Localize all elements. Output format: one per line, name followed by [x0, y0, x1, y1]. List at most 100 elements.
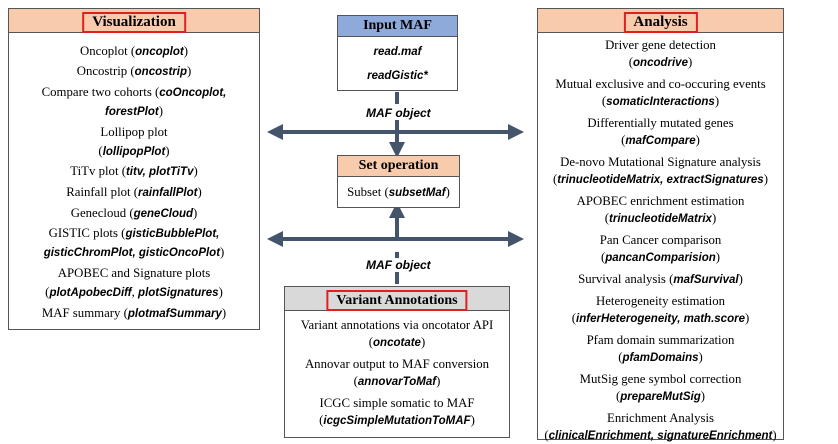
item-text: ): [436, 374, 441, 388]
item-text: ): [714, 94, 720, 108]
function-name: trinucleotideMatrix: [609, 213, 712, 225]
function-name: oncotate: [373, 337, 421, 349]
item-text: ): [220, 245, 225, 259]
item-text: ): [470, 413, 475, 427]
item-text: Rainfall plot (: [66, 185, 139, 199]
function-name: clinicalEnrichment, signatureEnrichment: [548, 430, 773, 442]
variant-annotations-header: Variant Annotations: [285, 287, 509, 311]
input-maf-header: Input MAF: [338, 16, 457, 37]
function-name: pancanComparision: [605, 252, 716, 264]
set-operation-header: Set operation: [338, 156, 459, 177]
item-text: Mutual exclusive and co-occuring events: [555, 77, 766, 91]
function-name: inferHeterogeneity, math.score: [576, 313, 745, 325]
function-name: pfamDomains: [622, 352, 699, 364]
item-text: (: [604, 211, 610, 225]
list-item: (plotApobecDiff, plotSignatures): [9, 284, 259, 301]
function-name: prepareMutSig: [620, 391, 701, 403]
item-text: (: [45, 285, 50, 299]
item-text: Compare two cohorts (: [41, 85, 160, 99]
list-item: Differentially mutated genes: [538, 115, 783, 131]
item-text: ): [158, 104, 163, 118]
item-text: Oncoplot (: [80, 44, 136, 58]
list-item: Survival analysis (mafSurvival): [538, 271, 783, 288]
list-item: forestPlot): [9, 103, 259, 120]
item-text: ): [187, 64, 192, 78]
function-name: oncodrive: [633, 57, 688, 69]
list-item: (prepareMutSig): [538, 388, 783, 405]
item-text: (: [628, 55, 634, 69]
item-text: (: [368, 335, 374, 349]
analysis-title: Analysis: [623, 12, 698, 33]
item-text: ): [700, 389, 706, 403]
item-text: (: [319, 413, 324, 427]
visualization-header: Visualization: [9, 9, 259, 33]
list-item: Variant annotations via oncotator API: [285, 317, 509, 333]
analysis-header: Analysis: [538, 9, 783, 33]
list-item: Oncoplot (oncoplot): [9, 43, 259, 60]
item-text: Lollipop plot: [100, 125, 168, 139]
list-item: (lollipopPlot): [9, 143, 259, 160]
list-item: (annovarToMaf): [285, 373, 509, 390]
item-text: ,: [131, 285, 139, 299]
list-item: Lollipop plot: [9, 124, 259, 140]
list-item: (oncotate): [285, 334, 509, 351]
list-item: (clinicalEnrichment, signatureEnrichment…: [538, 427, 783, 444]
item-text: ): [420, 335, 426, 349]
item-text: ): [763, 172, 768, 186]
item-text: (: [553, 172, 558, 186]
item-text: (: [601, 94, 607, 108]
item-text: ): [193, 164, 198, 178]
item-text: (: [98, 144, 103, 158]
list-item: (mafCompare): [538, 132, 783, 149]
item-text: (: [600, 250, 606, 264]
item-text: (: [618, 350, 623, 364]
list-item: ICGC simple somatic to MAF: [285, 395, 509, 411]
function-name: oncoplot: [135, 46, 184, 58]
variant-annotations-panel: Variant Annotations Variant annotations …: [284, 286, 510, 438]
item-text: ): [695, 133, 700, 147]
item-text: ): [698, 350, 703, 364]
item-text: Heterogeneity estimation: [596, 294, 725, 308]
item-text: ): [744, 311, 750, 325]
subset-item: Subset (subsetMaf): [347, 185, 450, 199]
list-item: GISTIC plots (gisticBubblePlot,: [9, 225, 259, 242]
list-item: MutSig gene symbol correction: [538, 371, 783, 387]
list-item: APOBEC and Signature plots: [9, 265, 259, 281]
function-name: plotmafSummary: [127, 308, 222, 320]
function-name: oncostrip: [134, 66, 188, 78]
function-name: somaticInteractions: [606, 96, 715, 108]
item-text: Survival analysis (: [578, 272, 674, 286]
item-text: ): [218, 285, 223, 299]
function-name: forestPlot: [105, 106, 159, 118]
list-item: APOBEC enrichment estimation: [538, 193, 783, 209]
item-text: (: [353, 374, 358, 388]
item-text: ): [738, 272, 743, 286]
item-text: De-novo Mutational Signature analysis: [560, 155, 761, 169]
list-item: Pan Cancer comparison: [538, 232, 783, 248]
maf-object-label-top: MAF object: [364, 106, 433, 120]
item-text: ): [772, 428, 777, 442]
item-text: ): [197, 185, 202, 199]
variant-annotations-title: Variant Annotations: [326, 290, 468, 311]
function-name: mafSurvival: [673, 274, 739, 286]
list-item: Genecloud (geneCloud): [9, 205, 259, 222]
function-name: gisticChromPlot, gisticOncoPlot: [43, 247, 221, 259]
list-item: Rainfall plot (rainfallPlot): [9, 184, 259, 201]
read-gistic-function: readGistic*: [367, 70, 428, 82]
item-text: MAF summary (: [41, 306, 128, 320]
item-text: ): [221, 306, 227, 320]
list-item: (oncodrive): [538, 54, 783, 71]
list-item: Pfam domain summarization: [538, 332, 783, 348]
list-item: Driver gene detection: [538, 37, 783, 53]
function-name: lollipopPlot: [102, 146, 166, 158]
item-text: Annovar output to MAF conversion: [304, 357, 490, 371]
list-item: Annovar output to MAF conversion: [285, 356, 509, 372]
item-text: ): [715, 250, 721, 264]
function-name: gisticBubblePlot,: [125, 228, 220, 240]
item-text: APOBEC and Signature plots: [57, 266, 211, 280]
list-item: (trinucleotideMatrix): [538, 210, 783, 227]
function-name: plotApobecDiff: [49, 287, 132, 299]
item-text: TiTv plot (: [70, 164, 126, 178]
list-item: (trinucleotideMatrix, extractSignatures): [538, 171, 783, 188]
list-item: Oncostrip (oncostrip): [9, 63, 259, 80]
